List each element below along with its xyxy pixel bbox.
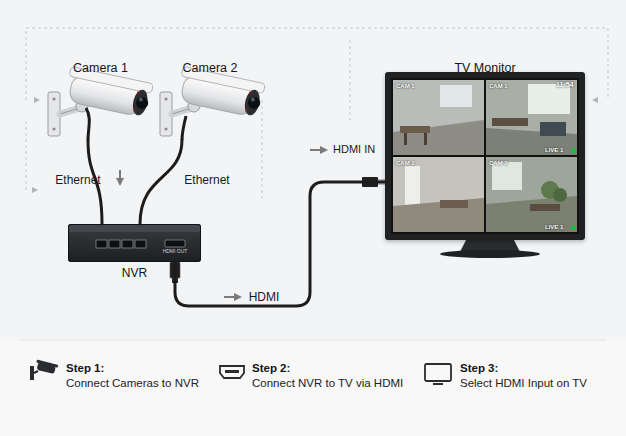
step-heading: Step 2:	[252, 362, 290, 375]
dashed-guide	[26, 28, 608, 200]
cable-label: HDMI	[249, 290, 280, 304]
screen-overlay: 11:54	[556, 81, 574, 89]
tv-illustration	[362, 78, 579, 258]
screen-overlay: LIVE 1	[545, 147, 563, 154]
camera-node: Camera 2	[160, 78, 260, 140]
screen-overlay: LIVE 1	[545, 224, 563, 231]
screen-overlay: CAM 2	[396, 160, 415, 167]
step-text: Connect Cameras to NVR	[66, 377, 199, 390]
node-label: NVR	[29, 266, 240, 280]
camera-illustration	[160, 66, 265, 140]
screen-overlay: CAM 1	[396, 83, 415, 90]
cable-label: Ethernet	[55, 173, 100, 187]
port-label: HDMI OUT	[163, 249, 188, 255]
camera-illustration	[48, 66, 153, 140]
node-label: Camera 2	[120, 61, 300, 75]
step-heading: Step 3:	[460, 362, 498, 375]
screen-overlay: CAM 2	[489, 160, 508, 167]
port-label: HDMI IN	[333, 143, 375, 156]
cable-connector	[140, 140, 182, 224]
steps-band	[0, 340, 626, 436]
cable-connector	[175, 182, 385, 306]
step-text: Connect NVR to TV via HDMI	[252, 377, 403, 390]
step-text: Select HDMI Input on TV	[460, 377, 587, 390]
camera-node: Camera 1	[48, 78, 153, 140]
node-label: TV Monitor	[351, 61, 619, 75]
node-label: Camera 1	[8, 61, 193, 75]
tv-monitor: TV Monitor	[385, 72, 585, 240]
screen-overlay: CAM 1	[489, 83, 508, 90]
step-heading: Step 1:	[66, 362, 104, 375]
cable-label: Ethernet	[184, 173, 229, 187]
nvr-box: NVR	[68, 224, 201, 262]
divider-line	[20, 340, 606, 341]
